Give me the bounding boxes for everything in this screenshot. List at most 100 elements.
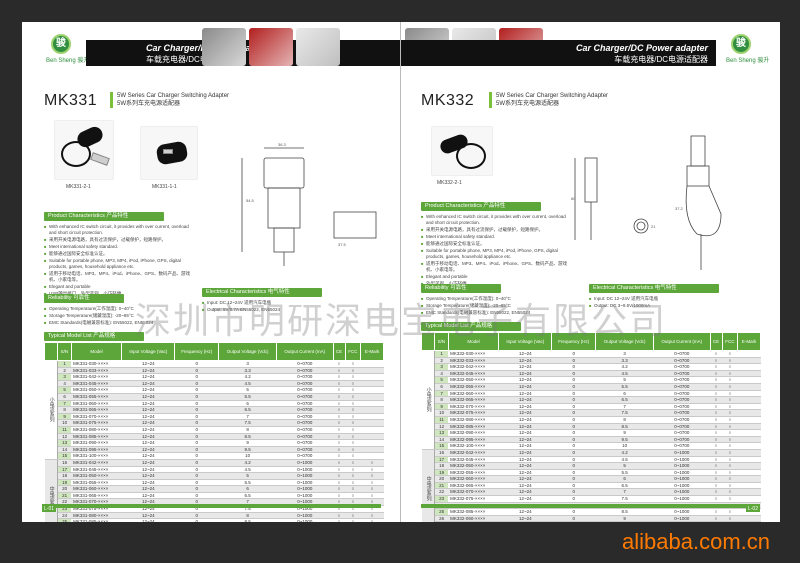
table-cell: MK331-060-×××× [71, 400, 122, 408]
reliability-header: Reliability 可靠性 [44, 294, 124, 303]
table-cell: ○ [360, 518, 384, 522]
table-cell: 8.5 [218, 433, 277, 441]
table-cell: ○ [345, 426, 361, 434]
table-cell: ○ [345, 505, 361, 513]
table-cell: 4 [434, 370, 449, 378]
table-cell: ○ [722, 449, 738, 457]
table-cell: 0 [551, 357, 596, 365]
table-cell [360, 367, 384, 375]
reliability-list: Operating Temperature(工作温度): 0~40°C Stor… [421, 296, 571, 317]
table-cell: MK332-090-×××× [448, 429, 499, 437]
electrical-item: Input: DC 12~24V 适用汽车电瓶 [202, 300, 362, 306]
table-cell: MK331-065-×××× [71, 406, 122, 414]
table-cell: 0~0700 [276, 413, 334, 421]
table-cell: ○ [345, 360, 361, 368]
table-cell: ○ [710, 429, 723, 437]
group-label: 小电流系列 [44, 360, 59, 460]
table-cell [737, 429, 761, 437]
group-label: 中电流系列 [421, 449, 436, 522]
table-cell: 12~24 [498, 508, 552, 516]
table-cell [360, 380, 384, 388]
table-cell: ○ [333, 505, 346, 513]
table-cell: ○ [345, 446, 361, 454]
table-cell: 7.5 [218, 505, 277, 513]
table-cell: MK332-090-×××× [448, 515, 499, 522]
table-cell: 7 [434, 390, 449, 398]
table-cell [737, 469, 761, 477]
table-cell: 0~1000 [276, 505, 334, 513]
table-cell: 0 [551, 423, 596, 431]
table-cell: 8.5 [595, 423, 654, 431]
table-cell: MK332-030-×××× [448, 350, 499, 358]
table-cell: 0~1000 [276, 472, 334, 480]
table-cell: ○ [710, 370, 723, 378]
electrical-item: Output: DC 3~9.5V/1000mA [589, 303, 759, 309]
table-cell: 8.5 [218, 518, 277, 522]
table-cell [737, 515, 761, 522]
table-cell: 12~24 [498, 416, 552, 424]
table-cell: 17 [57, 466, 72, 474]
table-cell [737, 376, 761, 384]
table-cell: ○ [345, 380, 361, 388]
table-cell: ○ [710, 403, 723, 411]
table-cell: MK332-033-×××× [448, 357, 499, 365]
table-cell: 4.2 [595, 363, 654, 371]
table-cell: 0 [174, 380, 219, 388]
table-cell: 0~0700 [276, 367, 334, 375]
table-cell: MK331-090-×××× [71, 439, 122, 447]
table-cell [360, 433, 384, 441]
table-cell: 11 [434, 416, 449, 424]
table-cell: MK331-042-×××× [71, 459, 122, 467]
table-cell: ○ [345, 485, 361, 493]
table-cell [737, 436, 761, 444]
features-list: With enhanced IC switch circuit, it prov… [44, 224, 194, 298]
series-title-en: 5W Series Car Charger Switching Adapter [496, 93, 609, 99]
table-cell: ○ [722, 475, 738, 483]
table-cell: ○ [722, 390, 738, 398]
table-cell: 8 [57, 406, 72, 414]
header-bar: Car Charger/DC Power adapter 车载充电器/DC电源适… [401, 40, 716, 66]
table-cell: 6.5 [218, 492, 277, 500]
feature-item: Meet international safety standard. [421, 234, 571, 240]
table-cell: 7.5 [218, 419, 277, 427]
feature-item: Meet international safety standard. [44, 244, 194, 250]
product-photo-2 [140, 126, 198, 180]
page-header: Car Charger/DC Power adapter 车载充电器/DC电源适… [401, 28, 780, 72]
table-cell: 0~1000 [276, 518, 334, 522]
table-cell: ○ [333, 373, 346, 381]
table-cell: 12~24 [498, 449, 552, 457]
table-cell: 0 [174, 446, 219, 454]
table-cell: ○ [710, 456, 723, 464]
table-cell: 0 [174, 433, 219, 441]
table-cell [360, 413, 384, 421]
cable-icon [61, 141, 91, 167]
table-cell: ○ [722, 462, 738, 470]
table-cell: 8 [218, 512, 277, 520]
table-cell: 0 [551, 462, 596, 470]
table-cell: ○ [710, 376, 723, 384]
table-cell: 0~1000 [276, 479, 334, 487]
feature-item: 能够通过国际安全标准认证。 [421, 241, 571, 247]
column-header: Frequency (Hz) [174, 342, 220, 361]
table-cell: 19 [57, 479, 72, 487]
table-cell: 0 [174, 400, 219, 408]
table-cell: 2 [57, 367, 72, 375]
table-cell: 4.5 [595, 370, 654, 378]
table-cell: 5 [434, 376, 449, 384]
table-cell: 0~0700 [653, 390, 711, 398]
table-cell [360, 446, 384, 454]
table-cell: 9 [434, 403, 449, 411]
table-cell: ○ [345, 452, 361, 460]
table-cell: 0 [174, 367, 219, 375]
column-header: E-Mark [737, 332, 761, 351]
table-cell: 12~24 [498, 423, 552, 431]
table-cell [737, 423, 761, 431]
table-cell: MK332-042-×××× [448, 449, 499, 457]
